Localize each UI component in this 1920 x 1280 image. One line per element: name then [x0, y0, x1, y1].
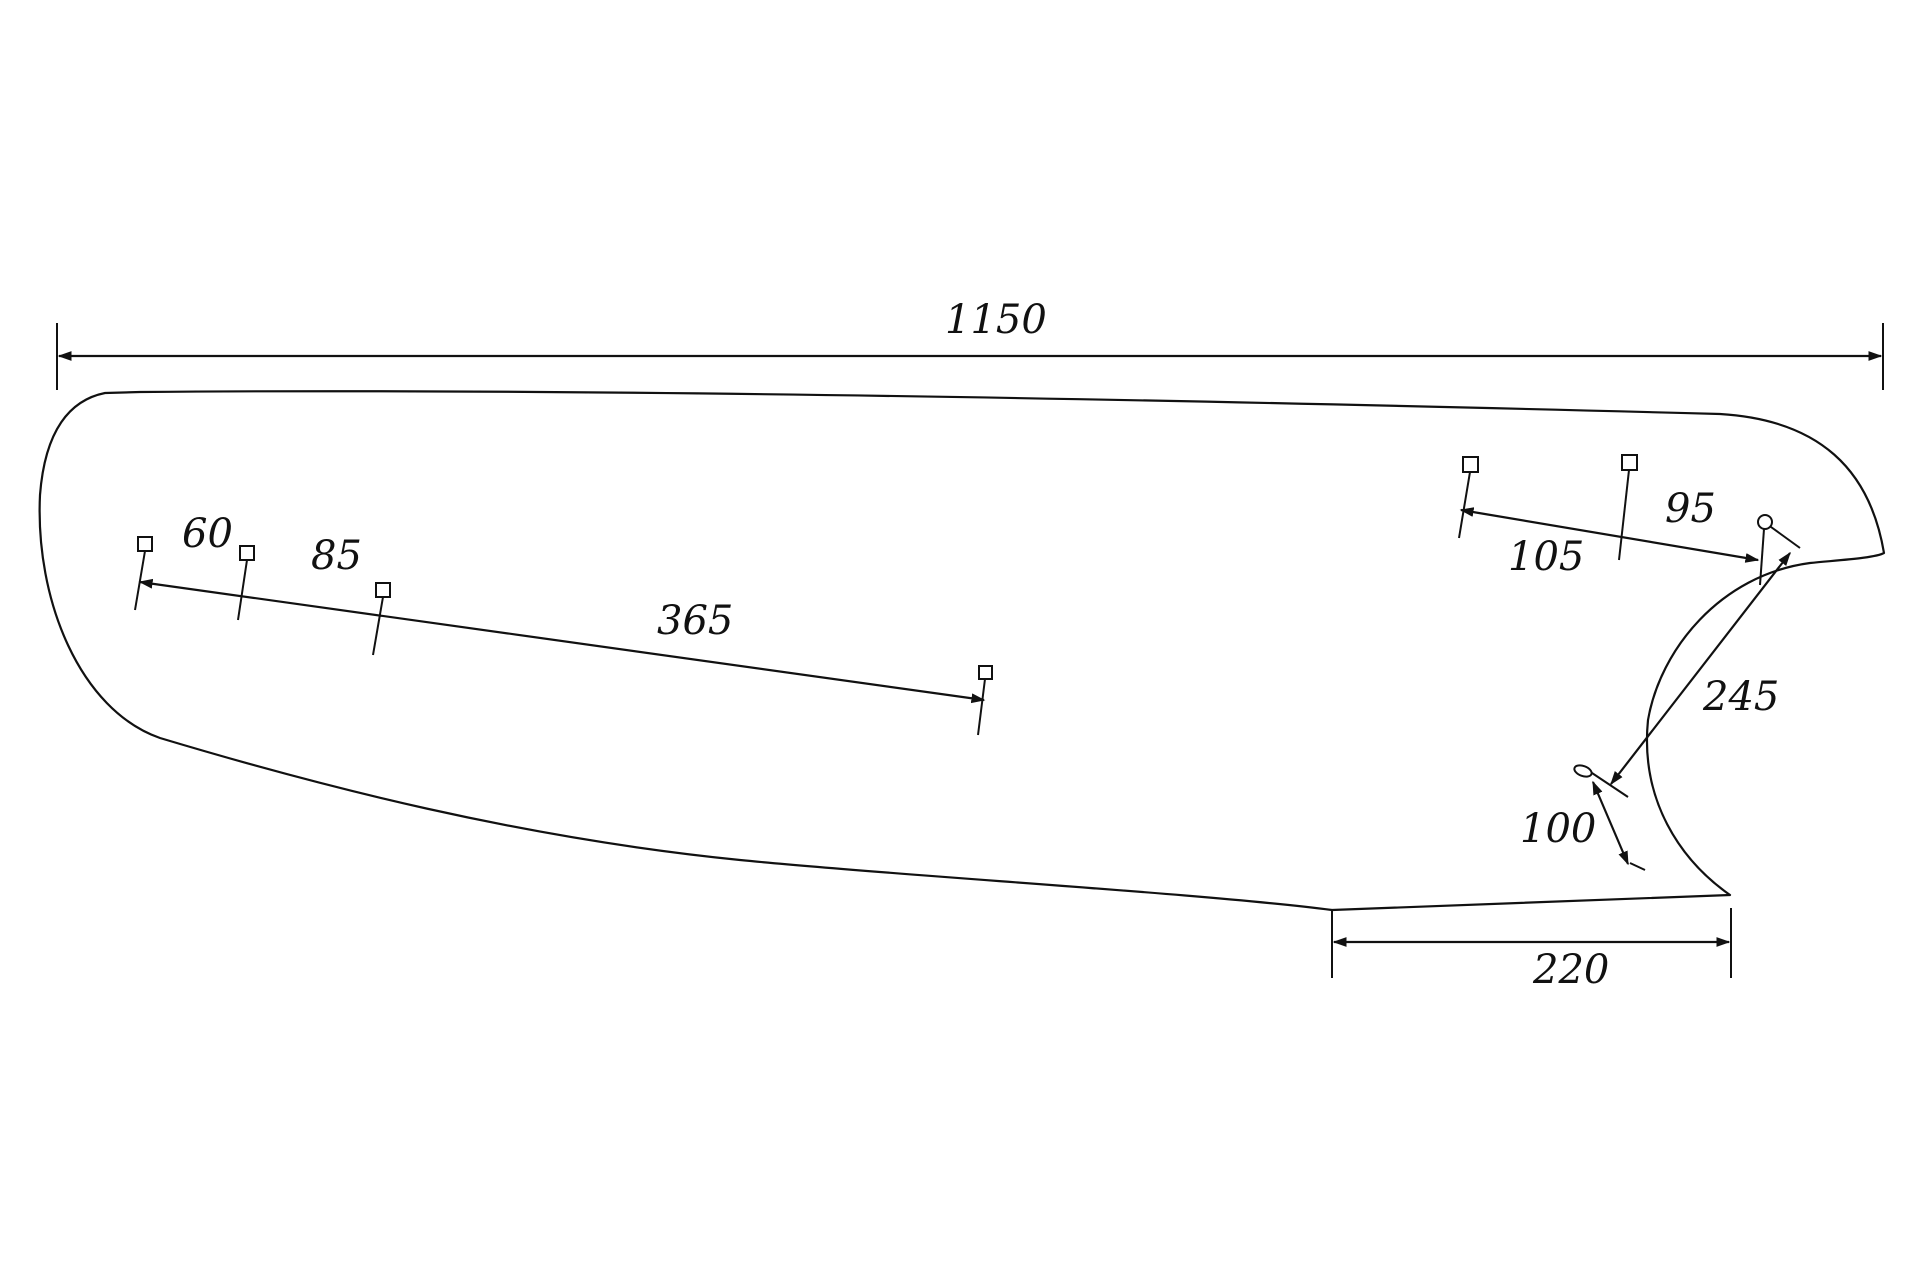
rear-lower-marker [1573, 764, 1629, 798]
front-marker-3 [372, 582, 391, 656]
rear-short-dimension-line [1591, 780, 1630, 866]
front-offset-a-label: 60 [182, 511, 233, 557]
front-span-label: 365 [657, 598, 733, 644]
rear-marker-2 [1618, 454, 1638, 561]
part-outline [38, 390, 1886, 912]
rear-diagonal-dimension-line [1610, 551, 1791, 786]
front-marker-2 [237, 545, 255, 621]
rear-top-offset-label: 95 [1665, 486, 1716, 532]
rear-marker-1 [1458, 456, 1479, 539]
rear-lower-end-marker [1629, 862, 1646, 871]
front-offset-b-label: 85 [311, 533, 362, 579]
overall-length-label: 1150 [945, 297, 1047, 343]
front-span-dimension-line [138, 578, 986, 704]
rear-diagonal-label: 245 [1702, 674, 1779, 720]
rear-top-dimension-line [1459, 507, 1760, 563]
rear-short-label: 100 [1520, 806, 1596, 852]
tail-width-label: 220 [1532, 947, 1609, 993]
rear-top-span-label: 105 [1508, 534, 1584, 580]
front-marker-1 [134, 536, 153, 611]
